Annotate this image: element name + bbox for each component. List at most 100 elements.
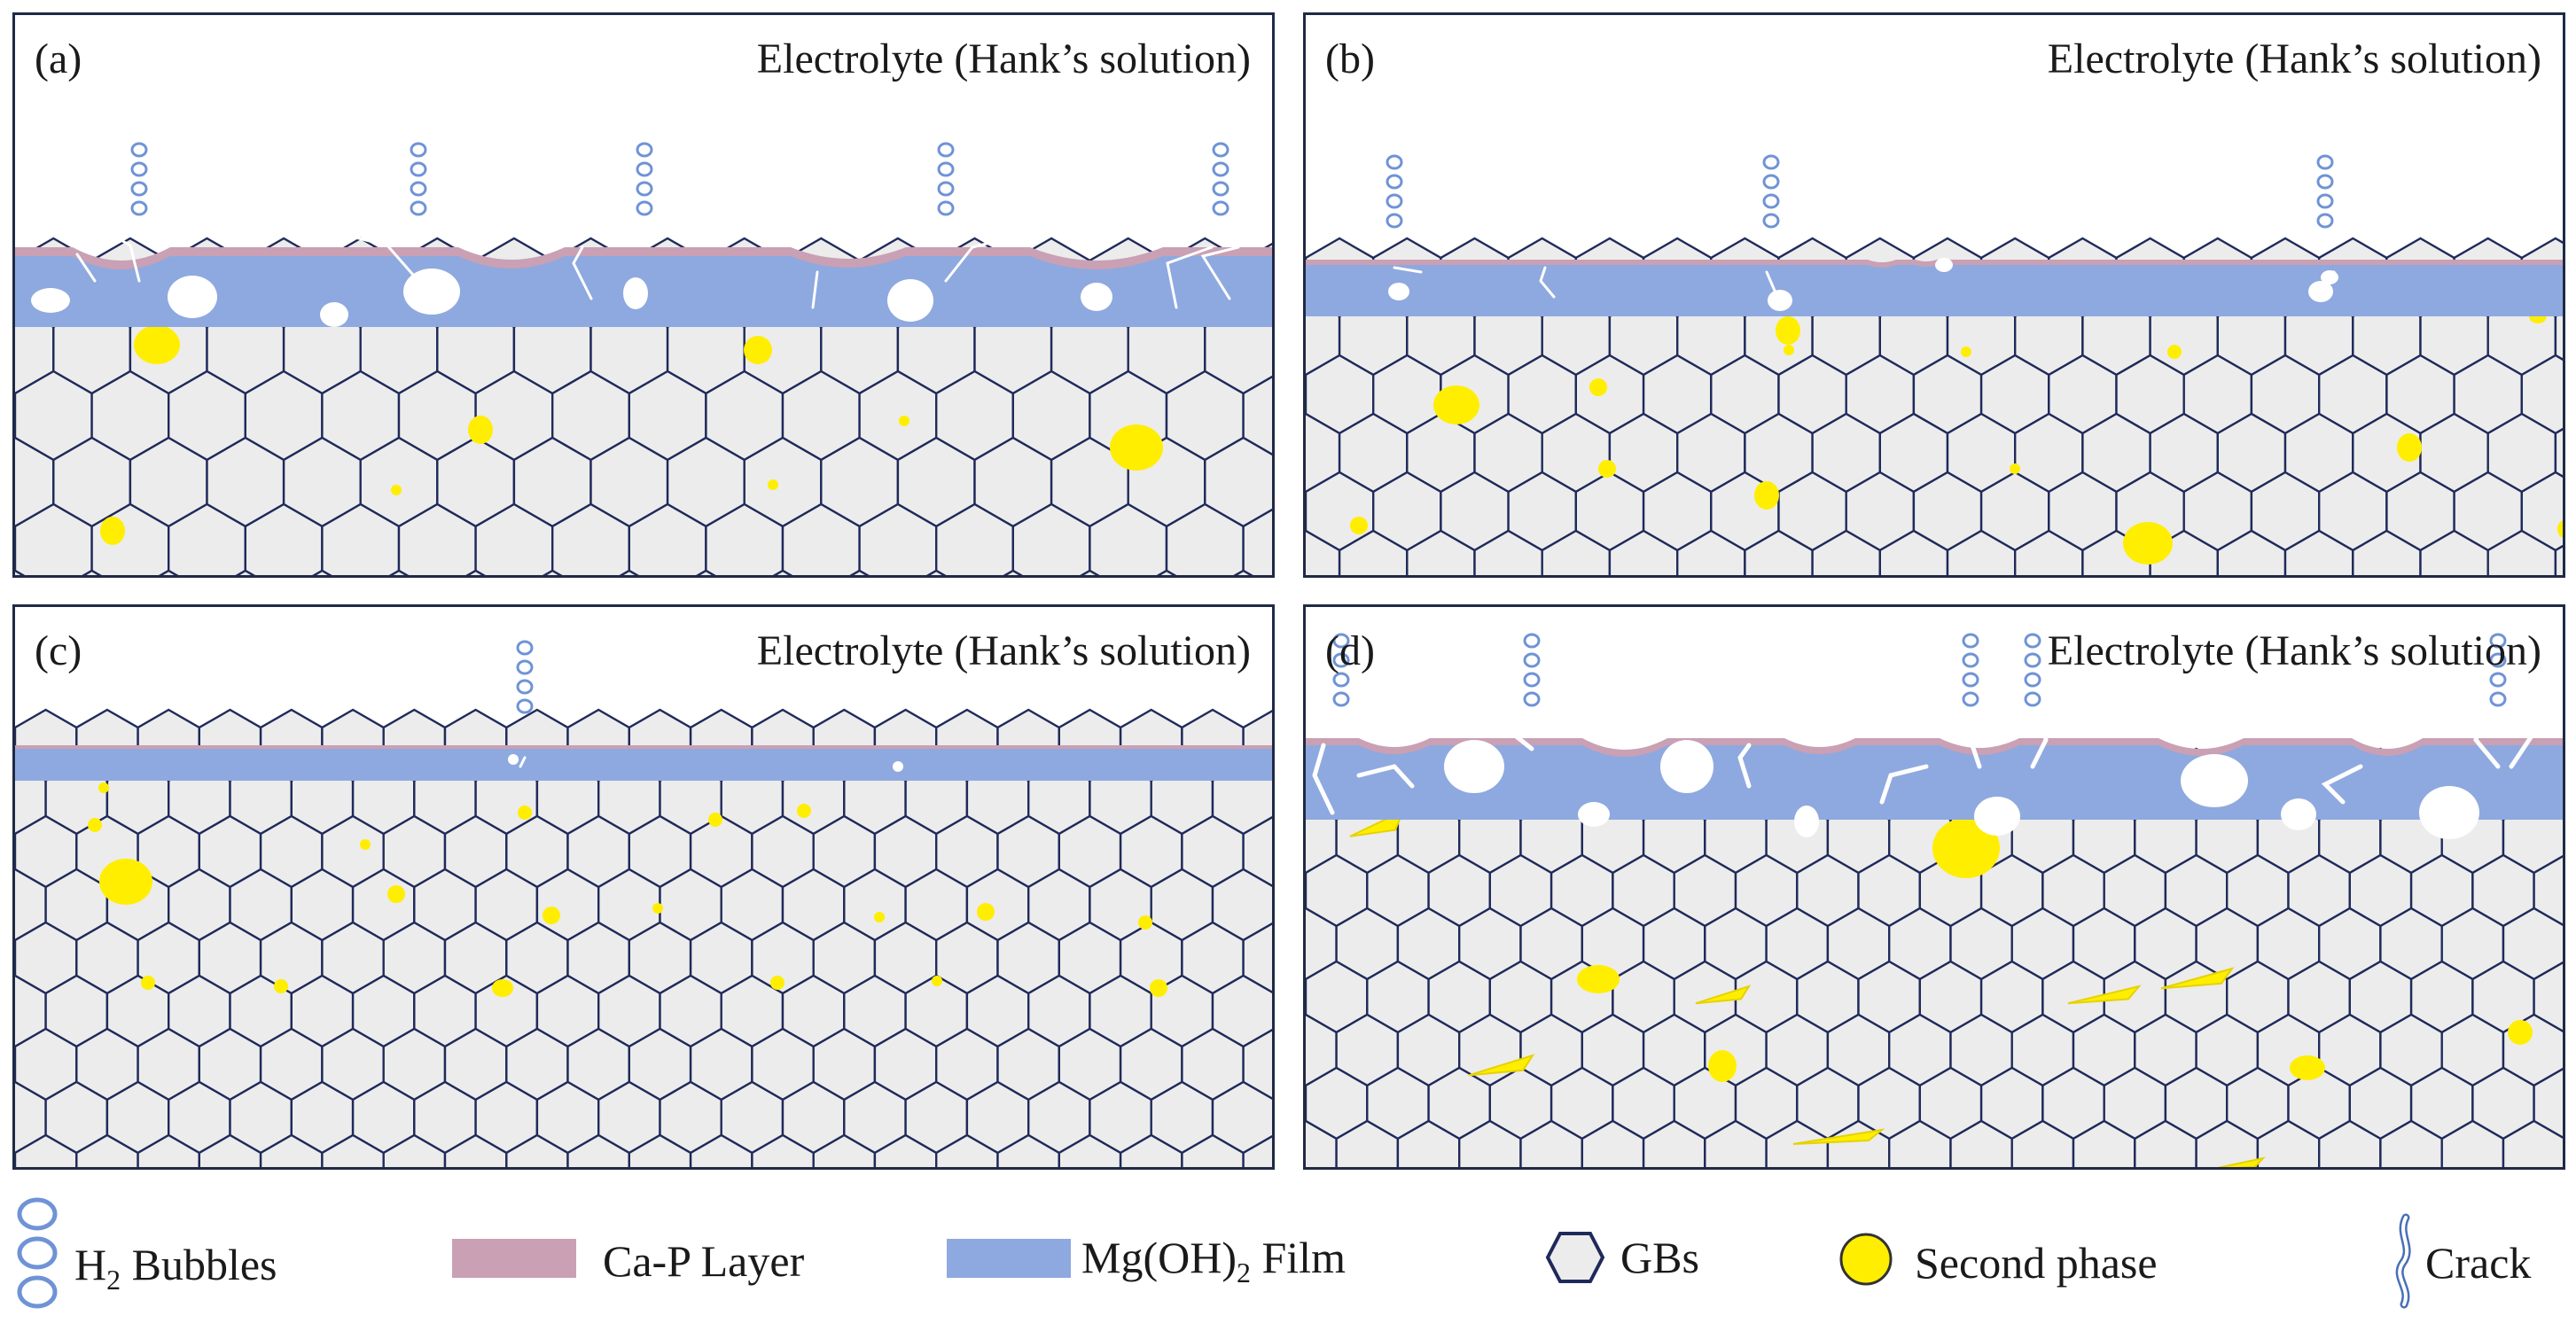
second-phase — [88, 818, 102, 832]
second-phase — [387, 885, 405, 903]
h2-bubble — [2489, 672, 2507, 688]
grain — [159, 569, 179, 575]
film-swatch — [947, 1239, 1071, 1278]
crack — [2323, 270, 2336, 292]
film-label: Mg(OH)2 Film — [1081, 1233, 1346, 1288]
grain — [321, 1133, 385, 1167]
panel-a-scene — [15, 142, 1272, 575]
second-phase — [1695, 985, 1752, 1005]
grain — [388, 569, 410, 575]
second-phase — [1776, 316, 1800, 345]
h2-bubble — [1332, 691, 1350, 707]
grain — [1306, 529, 1341, 575]
h2-bubble — [130, 142, 148, 158]
h2-bubble — [1386, 193, 1403, 209]
void — [508, 754, 519, 765]
panel-d: (d) Electrolyte (Hank’s solution) — [1303, 604, 2565, 1170]
grain — [772, 569, 793, 575]
grain — [137, 1133, 201, 1167]
second-phase — [134, 325, 180, 364]
grain — [15, 1133, 78, 1167]
second-phase — [1577, 965, 1620, 993]
second-phase — [1433, 385, 1479, 424]
void — [1794, 806, 1819, 837]
void — [1444, 740, 1504, 793]
second-phase-particles — [100, 325, 1163, 545]
grain — [1642, 1119, 1706, 1167]
second-phase — [1468, 1054, 1535, 1077]
grain — [1233, 569, 1253, 575]
film-voids — [1444, 740, 2479, 839]
h2-bubble — [937, 200, 955, 216]
void — [1578, 802, 1610, 827]
h2-bubble — [937, 181, 955, 197]
crack — [350, 235, 420, 283]
h2-bubble — [2024, 652, 2041, 668]
h2-bubble — [1962, 691, 1979, 707]
legend: H2 Bubbles Ca-P Layer Mg(OH)2 Film GBs S… — [0, 1179, 2576, 1331]
second-phase — [2557, 520, 2563, 538]
second-phase — [744, 336, 772, 364]
crack-icon — [2395, 1213, 2411, 1309]
grain — [1003, 569, 1023, 575]
grain — [2216, 529, 2287, 575]
second-phase — [1932, 818, 2000, 878]
second-phase — [932, 976, 942, 986]
grain — [2072, 1119, 2136, 1167]
grain — [1242, 1134, 1272, 1167]
grain — [566, 1133, 630, 1167]
void — [1081, 283, 1112, 311]
gbs-label: GBs — [1620, 1233, 1699, 1282]
h2-bubble — [410, 142, 427, 158]
crack — [98, 226, 141, 283]
crack — [1506, 711, 1534, 751]
grain — [543, 569, 563, 575]
second-phase — [708, 813, 722, 827]
grain — [1878, 529, 1949, 575]
second-phase — [2123, 522, 2173, 564]
second-phase-label: Second phase — [1915, 1238, 2158, 1288]
crack — [1356, 764, 1415, 789]
second-phase — [492, 979, 513, 997]
mg-oh-2-film — [1306, 745, 2563, 820]
h2-bubble — [410, 161, 427, 177]
h2-bubbles — [516, 640, 534, 714]
h2-bubble — [1212, 181, 1229, 197]
void — [168, 276, 217, 318]
grain — [235, 569, 255, 575]
h2-bubble — [1762, 193, 1780, 209]
void — [1974, 797, 2020, 836]
second-phase — [1589, 378, 1607, 396]
second-phase — [874, 912, 885, 922]
grain — [1306, 1119, 1338, 1167]
void — [1935, 258, 1953, 272]
second-phase — [2010, 463, 2020, 474]
film-voids — [31, 269, 1112, 327]
panel-b-scene — [1306, 154, 2563, 575]
grain — [382, 1133, 447, 1167]
second-phase — [652, 903, 663, 914]
panel-b: (b) Electrolyte (Hank’s solution) — [1303, 12, 2565, 578]
crack — [1393, 266, 1423, 274]
h2-bubble — [1523, 652, 1541, 668]
second-phase — [1754, 481, 1779, 510]
grain — [1888, 1119, 1952, 1167]
second-phase — [1150, 979, 1167, 997]
cracks — [75, 226, 1240, 309]
cracks — [519, 756, 527, 768]
cap-layer-label: Ca-P Layer — [603, 1236, 805, 1286]
grain — [1058, 1133, 1122, 1167]
h2-bubble — [516, 640, 534, 656]
h2-bubble — [636, 200, 653, 216]
crack — [2509, 709, 2549, 769]
second-phase — [768, 479, 778, 490]
h2-bubbles — [130, 142, 1229, 216]
mg-oh-2-film — [15, 749, 1272, 781]
grain — [812, 1133, 877, 1167]
cracks — [1393, 266, 2336, 305]
crack — [1312, 743, 1335, 815]
h2-bubble — [2316, 193, 2334, 209]
grain — [849, 569, 870, 575]
h2-bubbles — [1332, 633, 2507, 707]
grain — [2014, 529, 2084, 575]
